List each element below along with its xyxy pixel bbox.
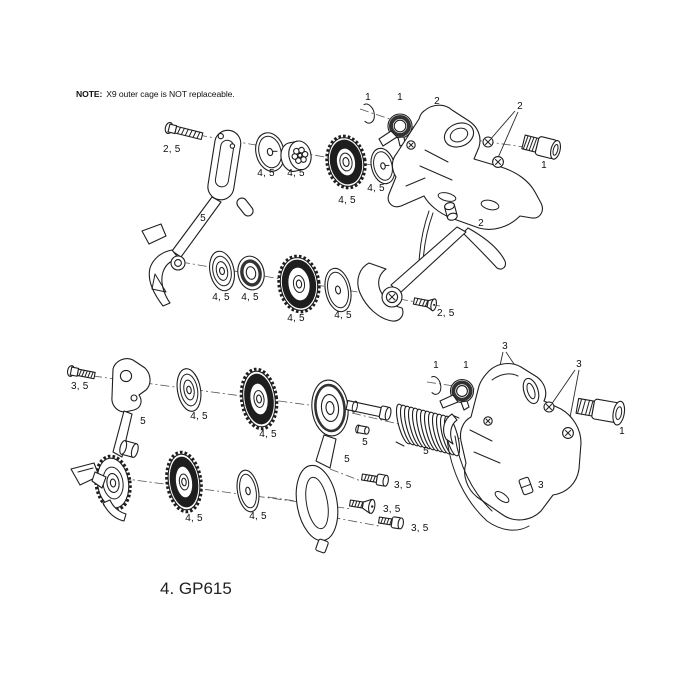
lower-pivot-bolt-a: [360, 473, 389, 487]
upper-body-screw-b1: [482, 136, 494, 148]
lower-body-screw-a: [483, 416, 493, 426]
upper-inner-cage-plate: [357, 226, 467, 322]
label-upper-small-washer: 4, 5: [367, 183, 385, 194]
upper-derailleur-assembly: [141, 103, 562, 322]
label-upper-pulley-washer: 4, 5: [257, 168, 275, 179]
label-lower-inner-cage: 5: [344, 454, 350, 465]
cage-pivot-shaft: [345, 400, 392, 421]
lower-dome-washer: [176, 368, 202, 412]
label-lower-c-clip: 1: [433, 360, 439, 371]
cage-lock-slider: [518, 476, 534, 496]
upper-pulley-bushing: [280, 140, 312, 172]
label-upper-screw-a: 2: [434, 96, 440, 107]
lower-tension-pulley: [165, 450, 203, 514]
label-upper-screw-c: 2: [478, 218, 484, 229]
label-upper-tension-washer: 4, 5: [212, 292, 230, 303]
label-lower-flat-washer: 4, 5: [249, 511, 267, 522]
label-lower-pivot-bolt-c: 3, 5: [411, 523, 429, 534]
label-lower-cage-screw: 3, 5: [71, 381, 89, 392]
upper-tension-pulley: [277, 254, 321, 314]
upper-flat-washer: [324, 267, 352, 313]
upper-tension-washer: [208, 250, 236, 292]
lower-b-adjust-bolt: [575, 397, 626, 426]
lower-body-screw-b2: [562, 427, 574, 439]
note-prefix: NOTE:: [76, 89, 102, 99]
label-cage-lock-slider: 3: [538, 480, 544, 491]
label-lower-body-screws: 3: [576, 359, 582, 370]
lower-pivot-bolt-c: [377, 516, 404, 530]
part-number-labels: 2, 5 4, 5 4, 5 4, 5 4, 5 1 1 2 2 1 2 5 4…: [71, 92, 625, 534]
upper-body-screw-b2: [492, 156, 504, 168]
upper-pulley-washer: [255, 132, 285, 172]
upper-b-adjust-bolt: [521, 134, 562, 160]
label-lower-tension-pulley: 4, 5: [185, 513, 203, 524]
label-lower-pivot-bolt-a: 3, 5: [394, 480, 412, 491]
lower-flat-washer: [236, 469, 260, 513]
label-lower-limit-bushing: 1: [463, 360, 469, 371]
lower-outer-cage-plate: [70, 358, 151, 522]
label-upper-screws-b: 2: [517, 101, 523, 112]
upper-small-washer: [370, 147, 396, 185]
lower-c-clip: [431, 376, 442, 395]
label-lower-guide-pulley: 4, 5: [259, 429, 277, 440]
label-lower-outer-cage: 5: [140, 416, 146, 427]
label-upper-limit-bushing: 1: [397, 92, 403, 103]
label-upper-pulley-bushing: 4, 5: [287, 168, 305, 179]
label-lower-dome-washer: 4, 5: [190, 411, 208, 422]
lower-pivot-bolt-b: [348, 498, 376, 514]
upper-guide-pulley: [325, 134, 367, 190]
diagram-note: NOTE: X9 outer cage is NOT replaceable.: [76, 89, 235, 99]
knuckle-opening: [443, 122, 475, 148]
lower-derailleur-assembly: [66, 358, 626, 554]
cage-set-screw: [355, 424, 370, 435]
lower-cage-screw: [66, 365, 96, 380]
label-upper-cage-pivot-screw: 2, 5: [437, 308, 455, 319]
note-text: X9 outer cage is NOT replaceable.: [106, 89, 234, 99]
upper-limit-bushing: [378, 113, 413, 147]
label-lower-body-a: 3: [502, 341, 508, 352]
label-cage-spring: 5: [423, 446, 429, 457]
label-upper-tension-pulley: 4, 5: [287, 313, 305, 324]
label-upper-cage-screw: 2, 5: [163, 144, 181, 155]
lower-body-screw-b1: [543, 401, 555, 413]
lower-limit-bushing: [439, 378, 475, 411]
label-upper-outer-cage: 5: [200, 213, 206, 224]
label-upper-flat-washer: 4, 5: [334, 310, 352, 321]
lower-inner-cage-assembly: [295, 379, 392, 554]
label-lower-b-bolt: 1: [619, 426, 625, 437]
upper-bearing: [237, 255, 265, 291]
label-upper-guide-pulley: 4, 5: [338, 195, 356, 206]
upper-body-screw-c: [444, 201, 458, 221]
upper-body-screw-a: [406, 140, 416, 150]
label-upper-bearing: 4, 5: [241, 292, 259, 303]
label-upper-c-clip: 1: [365, 92, 371, 103]
upper-cage-pivot-screw: [412, 297, 437, 312]
upper-cage-screw: [164, 121, 204, 141]
label-cage-set-screw: 5: [362, 437, 368, 448]
lower-derailleur-body: [443, 362, 582, 531]
label-lower-pivot-bolt-b: 3, 5: [383, 504, 401, 515]
lower-guide-pulley: [239, 367, 279, 431]
upper-outer-cage-plate: [141, 129, 254, 307]
figure-caption: 4. GP615: [160, 579, 232, 598]
upper-c-clip: [363, 103, 375, 124]
label-upper-b-bolt: 1: [541, 160, 547, 171]
